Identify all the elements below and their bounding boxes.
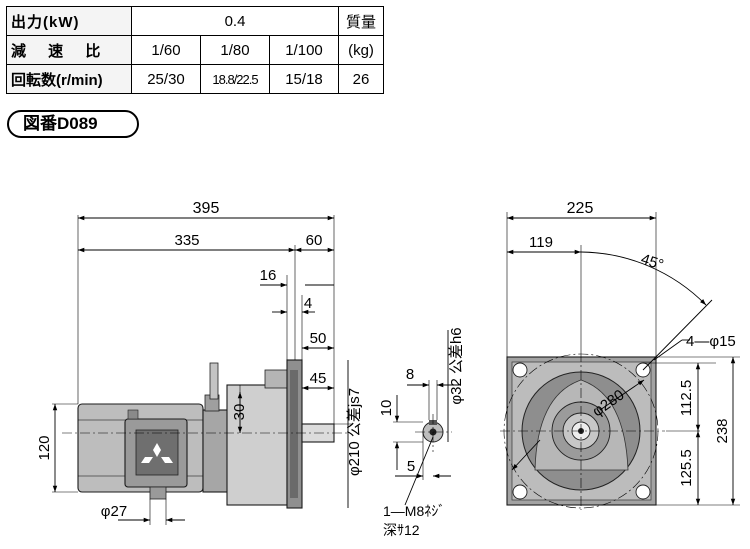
gear-housing xyxy=(226,384,288,506)
output-value: 0.4 xyxy=(131,6,339,36)
dim-conduit: φ27 xyxy=(101,503,127,520)
dim-4: 4 xyxy=(304,295,312,312)
dim-overall-length: 395 xyxy=(193,200,220,217)
table-row: 回転数(r/min) 25/30 18.8/22.5 15/18 26 xyxy=(6,64,384,94)
ratio-label: 減 速 比 xyxy=(6,35,132,65)
dim-shaft-diameter: φ32 公差h6 xyxy=(448,327,465,404)
tap-spec: 1—M8ﾈｼﾞ xyxy=(383,503,445,519)
dim-30: 30 xyxy=(231,404,248,421)
dim-key-5: 5 xyxy=(407,458,415,475)
dim-45: 45 xyxy=(310,370,327,387)
mass-unit: (kg) xyxy=(338,35,384,65)
dim-height-112-5: 112.5 xyxy=(678,380,695,416)
speed-cell: 25/30 xyxy=(131,64,201,94)
dim-shaft-length: 60 xyxy=(306,232,323,249)
dim-angle-45: 45° xyxy=(639,251,666,274)
dim-16: 16 xyxy=(260,267,277,284)
speed-cell: 18.8/22.5 xyxy=(200,64,270,94)
dim-key-10: 10 xyxy=(378,400,395,417)
dim-motor-length: 335 xyxy=(174,232,199,249)
tap-depth: 深ｻ12 xyxy=(383,522,420,538)
ratio-cell: 1/100 xyxy=(269,35,339,65)
dim-mounting-holes: 4—φ15 xyxy=(686,333,736,350)
table-row: 減 速 比 1/60 1/80 1/100 (kg) xyxy=(6,35,384,65)
side-view: 395 335 60 16 4 50 45 30 120 φ27 φ210 公差… xyxy=(36,200,363,525)
dim-height-125-5: 125.5 xyxy=(678,449,695,487)
brand-logo-icon xyxy=(141,443,173,463)
figure-number-badge: 図番D089 xyxy=(7,110,139,138)
shaft-end-detail: 8 10 5 φ32 公差h6 1—M8ﾈｼﾞ 深ｻ12 xyxy=(378,327,465,538)
conduit-fitting xyxy=(149,486,167,500)
dim-key-8: 8 xyxy=(406,366,414,383)
flange-view: 225 119 45° 4—φ15 φ280 112.5 125.5 238 xyxy=(500,200,740,510)
dim-50: 50 xyxy=(310,330,327,347)
dim-width-119: 119 xyxy=(529,234,553,251)
mass-value: 26 xyxy=(338,64,384,94)
ratio-cell: 1/80 xyxy=(200,35,270,65)
dim-pilot-diameter: φ210 公差js7 xyxy=(346,388,363,476)
adapter-section xyxy=(202,409,230,493)
spec-table: 出力(kW) 0.4 質量 減 速 比 1/60 1/80 1/100 (kg)… xyxy=(6,6,384,94)
dim-height-120: 120 xyxy=(36,435,53,460)
dim-width-225: 225 xyxy=(567,200,594,217)
output-label: 出力(kW) xyxy=(6,6,132,36)
dim-height-238: 238 xyxy=(714,418,731,443)
speed-label: 回転数(r/min) xyxy=(6,64,132,94)
speed-cell: 15/18 xyxy=(269,64,339,94)
mass-label: 質量 xyxy=(338,6,384,36)
table-row: 出力(kW) 0.4 質量 xyxy=(6,6,384,36)
